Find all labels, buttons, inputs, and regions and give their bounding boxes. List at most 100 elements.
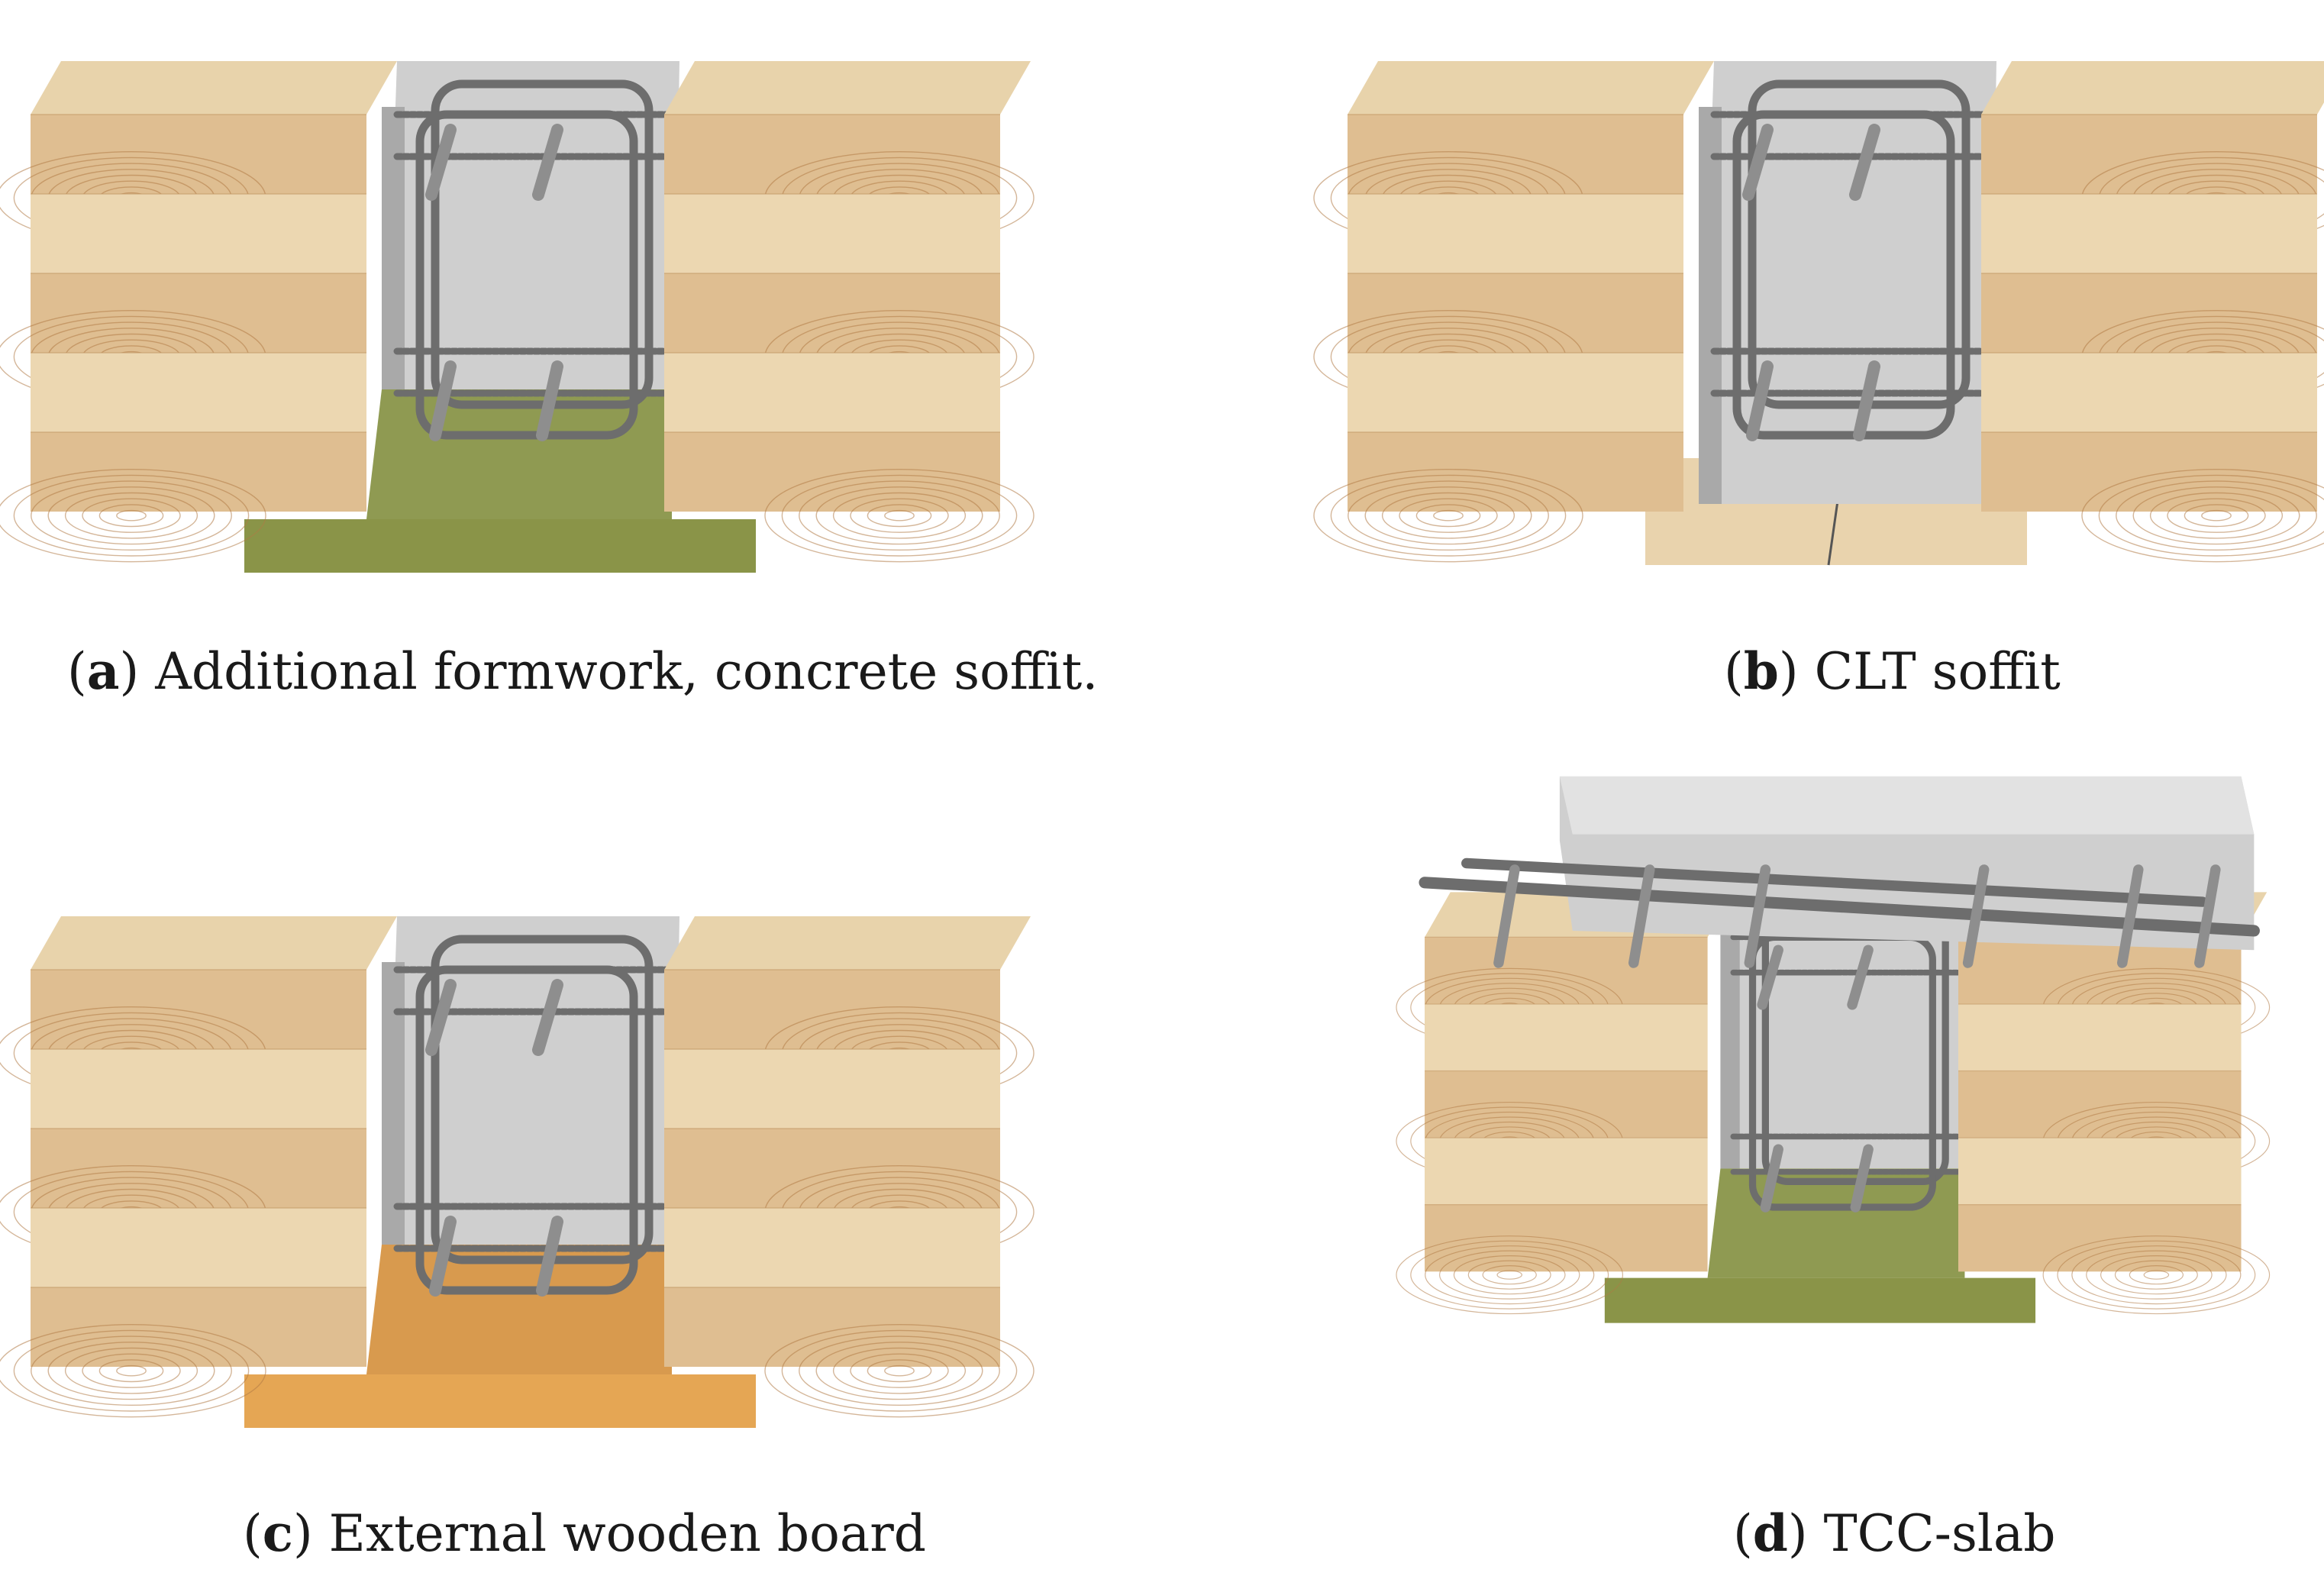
diagram-d — [1396, 776, 2271, 1323]
panel-c-clt-right-top — [664, 916, 1031, 970]
panel-b-stirrup-1 — [1748, 79, 1971, 409]
panel-c-clt-left-grain — [82, 1353, 181, 1388]
panel-d-clt-right-layer-5 — [1958, 1204, 2242, 1272]
panel-a-clt-right-grain — [764, 469, 1035, 563]
panel-c-rebar-cage — [393, 935, 676, 1297]
caption-a-text: Additional formwork, concrete soffit. — [155, 642, 1099, 701]
panel-c-cross-bar-top-1 — [425, 979, 457, 1056]
panel-a-clt-right-grain — [781, 474, 1018, 557]
panel-d-slab-rebar-2 — [1461, 857, 2208, 907]
panel-c-clt-left-grain — [47, 1342, 215, 1400]
panel-a-clt-left-grain — [82, 498, 181, 533]
panel-d-clt-left-layer-2 — [1425, 1003, 1708, 1071]
panel-d-clt-right-layer-2 — [1958, 1003, 2242, 1071]
panel-a-clt-left-layer-4 — [31, 353, 366, 432]
panel-a-clt-right-layer-3 — [664, 273, 1000, 353]
panel-c-clt-right-grain — [764, 1324, 1035, 1418]
panel-d-clt-right-grain — [2057, 1240, 2256, 1310]
panel-d-tcc-slab — [1340, 764, 2324, 1374]
panel-a-formwork-concrete-soffit — [0, 23, 1035, 634]
panel-b-clt-left-grain — [1399, 498, 1498, 533]
panel-d-clt-left-layer-3 — [1425, 1071, 1708, 1138]
panel-a-clt-left-grain — [64, 492, 199, 539]
panel-d-slab-cross-bar-4 — [1962, 864, 1990, 968]
panel-a-clt-left-grain — [47, 486, 215, 545]
panel-a-clt-right-grain — [884, 509, 915, 522]
panel-a-clt-right-layer-5 — [664, 432, 1000, 512]
panel-c-clt-right-grain — [781, 1329, 1018, 1412]
panel-d-clt-left-grain — [1438, 1250, 1580, 1300]
panel-d-clt-left-layer-4 — [1425, 1138, 1708, 1205]
panel-c-cross-bar-top-2 — [532, 979, 563, 1056]
panel-a-soffit-board — [244, 519, 756, 573]
panel-c-clt-left-layer-1 — [31, 970, 366, 1049]
panel-d-clt-right-layer-4 — [1958, 1138, 2242, 1205]
caption-c-text: External wooden board — [328, 1504, 927, 1563]
panel-a-stirrup-1 — [431, 79, 654, 409]
panel-d-slab-cross-bar-6 — [2194, 864, 2221, 968]
panel-d-cross-bar-bottom-2 — [1850, 1144, 1874, 1213]
panel-b-clt-left-top — [1348, 61, 1714, 115]
panel-b-clt-right-grain — [2132, 486, 2300, 545]
panel-c-clt-right-grain — [884, 1364, 915, 1377]
panel-b-clt-left-grain — [1415, 504, 1481, 528]
panel-c-clt-right-layer-5 — [664, 1287, 1000, 1367]
panel-c-clt-right-layer-2 — [664, 1049, 1000, 1129]
panel-d-clt-left-grain — [1396, 1235, 1624, 1315]
panel-b-clt-left-layer-4 — [1348, 353, 1683, 432]
caption-d-letter: d — [1752, 1503, 1788, 1563]
panel-a-clt-left-grain — [31, 480, 232, 551]
panel-b-clt-left-layer-3 — [1348, 273, 1683, 353]
panel-b-clt-left-grain — [1330, 474, 1567, 557]
panel-a-clt-right-layer-4 — [664, 353, 1000, 432]
panel-d-clt-right-grain — [2042, 1235, 2271, 1315]
panel-c-clt-right-grain — [850, 1353, 949, 1388]
panel-d-cross-bar-top-1 — [1757, 945, 1783, 1010]
panel-c-clt-left-grain — [64, 1347, 199, 1394]
panel-b-clt-right-grain — [2201, 509, 2232, 522]
panel-b-clt-right-grain — [2149, 492, 2284, 539]
panel-a-clt-right-grain — [850, 498, 949, 533]
panel-d-tcc-slab — [1419, 776, 2260, 968]
panel-a-clt-left-grain — [0, 469, 266, 563]
panel-d-cross-bar-bottom-1 — [1760, 1144, 1783, 1213]
panel-b-clt-soffit — [1313, 23, 2324, 634]
panel-d-clt-right-grain — [2071, 1245, 2242, 1305]
panel-d-clt-right-grain — [2086, 1250, 2227, 1300]
panel-d-slab-cross-bar-1 — [1493, 864, 1520, 968]
panel-a-cross-bar-top-2 — [532, 124, 563, 201]
panel-a-clt-left-layer-2 — [31, 194, 366, 273]
caption-b: (b) CLT soffit — [1724, 641, 2061, 701]
panel-d-clt-left-grain — [1410, 1240, 1609, 1310]
panel-b-clt-right-layer-3 — [1981, 273, 2317, 353]
panel-b-concrete-side-shadow — [1699, 107, 1722, 504]
panel-d-clt-right-grain — [2100, 1255, 2213, 1295]
panel-c-clt-left-grain — [0, 1324, 266, 1418]
panel-c-clt-right-layer-3 — [664, 1129, 1000, 1208]
panel-b-clt-right-grain — [2081, 469, 2324, 563]
panel-d-clt-left-grain — [1482, 1265, 1537, 1285]
panel-c-clt-left-layer-3 — [31, 1129, 366, 1208]
panel-b-clt-right-grain — [2184, 504, 2249, 528]
diagram-b — [1313, 61, 2324, 566]
panel-b-clt-right-grain — [2098, 474, 2324, 557]
panel-b-clt-left-grain — [1348, 480, 1549, 551]
panel-c-clt-left-layer-5 — [31, 1287, 366, 1367]
caption-d: (d) TCC-slab — [1733, 1503, 2056, 1563]
panel-d-cross-bar-top-2 — [1847, 945, 1874, 1010]
panel-d-slab-rebar-1 — [1419, 877, 2260, 937]
panel-b-clt-right-grain — [2167, 498, 2266, 533]
panel-b-clt-left-layer-2 — [1348, 194, 1683, 273]
panel-b-clt-left-grain — [1364, 486, 1532, 545]
panel-c-clt-right-grain — [867, 1359, 932, 1383]
panel-d-slab-cross-bar-3 — [1744, 864, 1771, 968]
panel-a-clt-right-grain — [799, 480, 1000, 551]
caption-a-letter: a — [86, 641, 120, 701]
panel-c-clt-left-grain — [13, 1329, 250, 1412]
panel-a-clt-right-grain — [867, 504, 932, 528]
panel-d-clt-left-grain — [1467, 1260, 1551, 1290]
panel-d-clt-right-layer-3 — [1958, 1071, 2242, 1138]
panel-c-soffit-board — [244, 1374, 756, 1428]
panel-a-clt-left-grain — [98, 504, 164, 528]
panel-c-clt-left-grain — [31, 1335, 232, 1406]
